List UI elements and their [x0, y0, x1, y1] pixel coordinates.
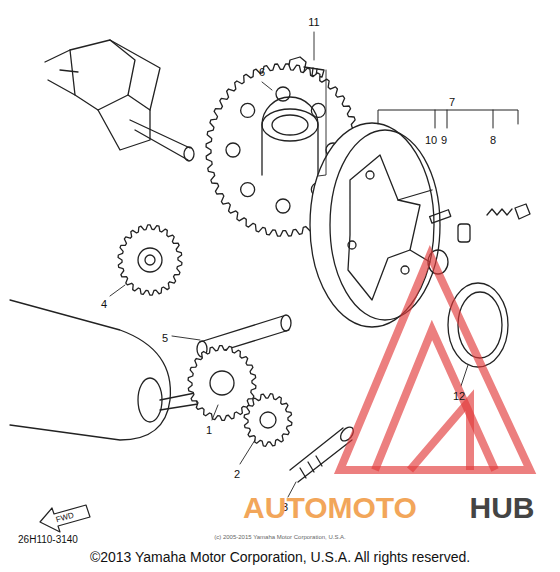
gear-hole	[241, 183, 255, 197]
callout-number: 7	[449, 97, 455, 108]
idle-gear	[188, 346, 256, 421]
forward-arrow	[40, 505, 90, 532]
callout-number: 11	[308, 17, 319, 28]
idle-gear	[118, 225, 182, 295]
gear-hole	[276, 87, 290, 101]
callout-number: 8	[490, 135, 496, 146]
diagram-code: 26H110-3140	[18, 535, 78, 545]
starter-clutch	[310, 123, 440, 327]
spring-plunger-roller	[428, 204, 530, 274]
callout-number: 9	[441, 135, 447, 146]
callout-number: 4	[101, 299, 107, 310]
copyright-line: ©2013 Yamaha Motor Corporation, U.S.A. A…	[90, 550, 470, 564]
gear-hole	[241, 103, 255, 117]
gear-teeth	[244, 394, 292, 447]
callout-number: 6	[259, 67, 265, 78]
callout-number: 2	[234, 469, 240, 480]
gear-hole	[311, 103, 325, 117]
watermark-text: HUB	[470, 493, 535, 523]
callout-number: 10	[425, 135, 437, 146]
gear-hole	[226, 143, 240, 157]
watermark-text: AUTOMOTO	[243, 493, 417, 523]
starter-motor	[10, 300, 204, 440]
crankshaft	[45, 40, 194, 161]
callout-number: 5	[162, 333, 168, 344]
leader-lines	[110, 32, 468, 497]
gear-hole	[276, 199, 290, 213]
callout-number: 1	[206, 425, 212, 436]
gear-teeth	[188, 346, 256, 421]
copyright-small: (c) 2005-2015 Yamaha Motor Corporation, …	[214, 534, 346, 540]
idle-gear	[244, 394, 292, 447]
callout-number: 12	[453, 391, 465, 402]
gear-teeth	[118, 225, 182, 295]
watermark-logo	[340, 255, 530, 470]
